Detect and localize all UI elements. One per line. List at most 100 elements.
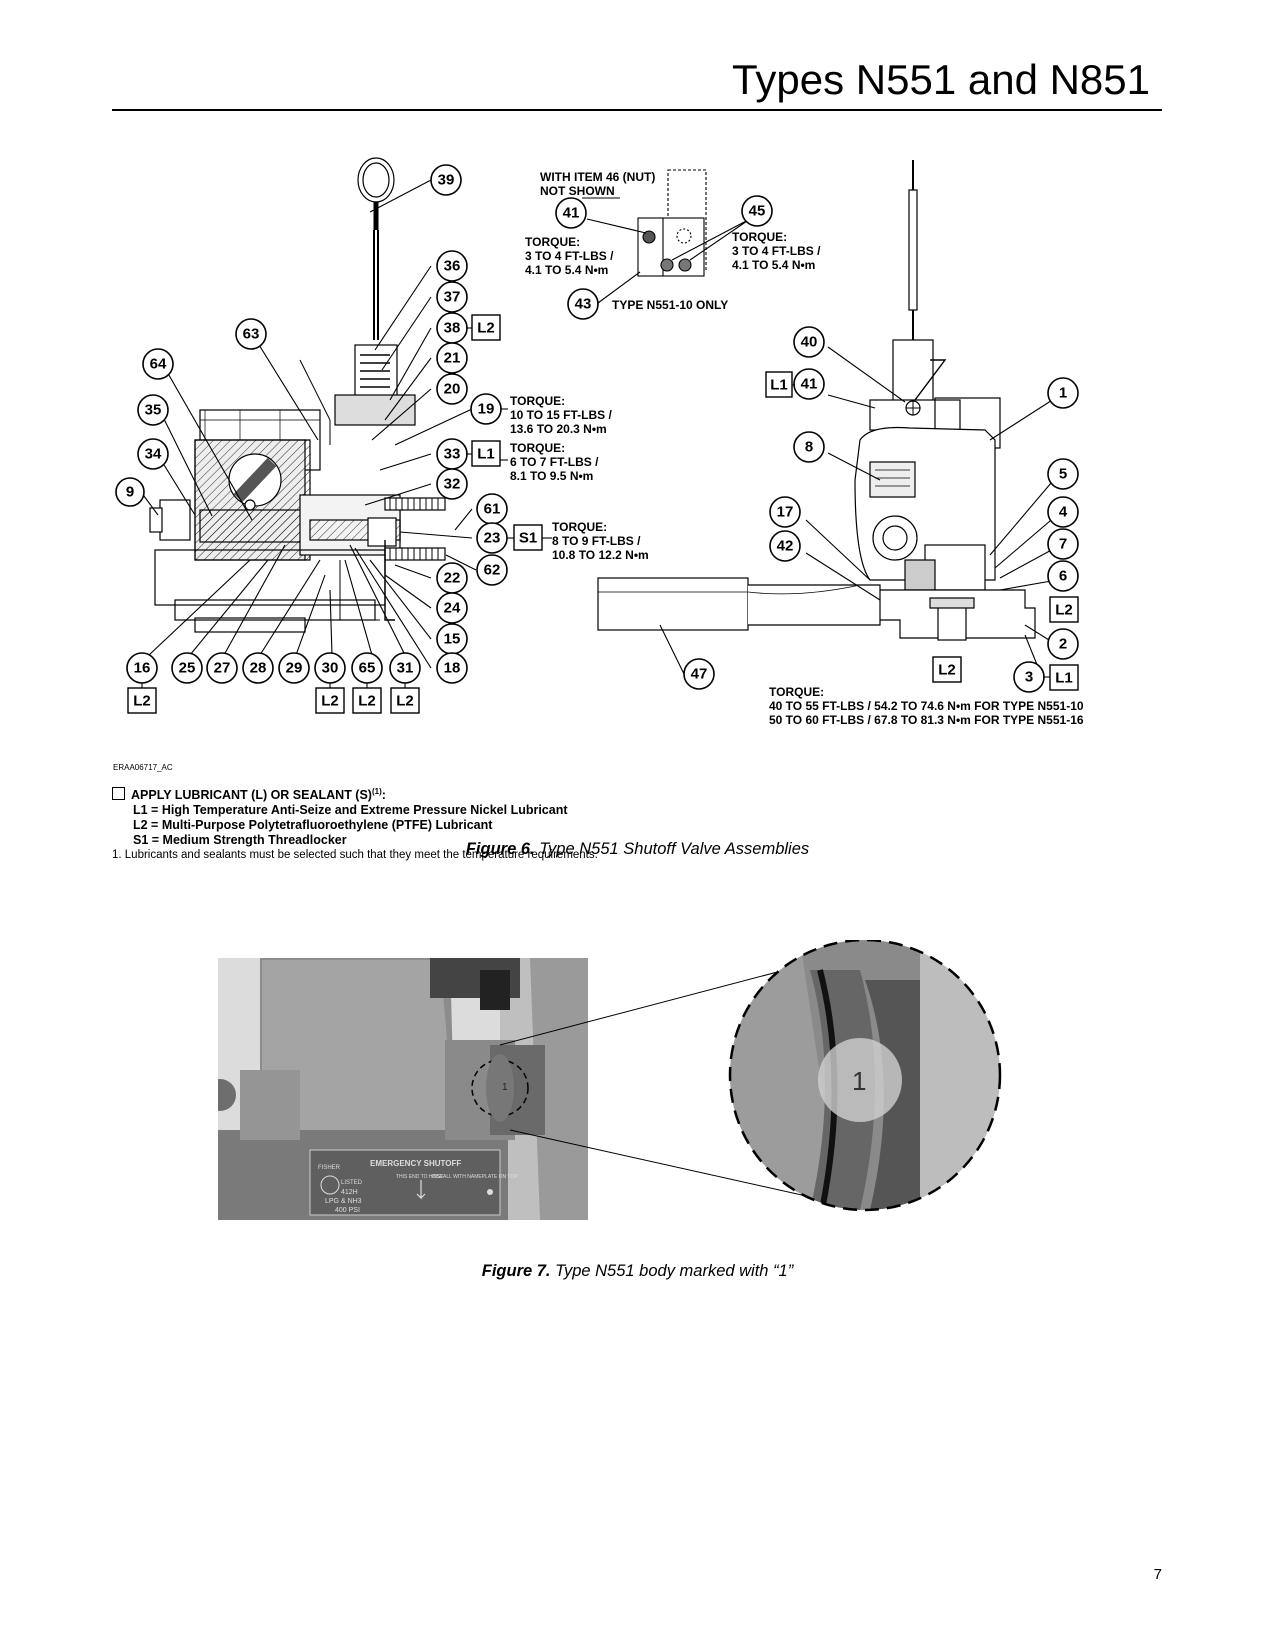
callout-41-top: 41 bbox=[555, 197, 587, 229]
callout-36: 36 bbox=[436, 250, 468, 282]
callout-40: 40 bbox=[793, 326, 825, 358]
callout-20: 20 bbox=[436, 373, 468, 405]
svg-text:TORQUE:: TORQUE: bbox=[510, 394, 565, 408]
callout-39: 39 bbox=[430, 164, 462, 196]
callout-37: 37 bbox=[436, 281, 468, 313]
figure-7-photo: EMERGENCY SHUTOFF FISHER LISTED 412H LPG… bbox=[218, 940, 1002, 1220]
leader-lines bbox=[140, 179, 1058, 677]
box-23: S1 bbox=[513, 524, 543, 551]
figure-6-drawing: 39 36 37 38 63 64 21 20 35 19 34 33 32 9… bbox=[115, 157, 1084, 727]
box-6: L2 bbox=[1049, 596, 1079, 623]
callout-38: 38 bbox=[436, 312, 468, 344]
svg-text:18: 18 bbox=[444, 660, 461, 677]
header-rule bbox=[112, 109, 1162, 111]
svg-text:4.1 TO 5.4 N•m: 4.1 TO 5.4 N•m bbox=[525, 263, 608, 277]
svg-text:19: 19 bbox=[478, 401, 495, 418]
svg-text:7: 7 bbox=[1059, 536, 1067, 553]
svg-text:L2: L2 bbox=[133, 693, 151, 710]
figure-6-notes: WITH ITEM 46 (NUT) NOT SHOWN TORQUE: 3 T… bbox=[510, 170, 1084, 727]
svg-text:3 TO 4 FT-LBS /: 3 TO 4 FT-LBS / bbox=[732, 244, 821, 258]
svg-text:8 TO 9 FT-LBS /: 8 TO 9 FT-LBS / bbox=[552, 534, 641, 548]
svg-text:61: 61 bbox=[484, 501, 501, 518]
svg-text:EMERGENCY SHUTOFF: EMERGENCY SHUTOFF bbox=[370, 1159, 461, 1168]
note-not-shown: NOT SHOWN bbox=[540, 184, 615, 198]
svg-text:17: 17 bbox=[777, 504, 794, 521]
svg-text:3 TO 4 FT-LBS /: 3 TO 4 FT-LBS / bbox=[525, 249, 614, 263]
svg-text:TORQUE:: TORQUE: bbox=[769, 685, 824, 699]
svg-text:65: 65 bbox=[359, 660, 376, 677]
callout-22: 22 bbox=[436, 562, 468, 594]
box-38: L2 bbox=[471, 314, 501, 341]
svg-text:10.8 TO 12.2 N•m: 10.8 TO 12.2 N•m bbox=[552, 548, 649, 562]
callout-6: 6 bbox=[1047, 560, 1079, 592]
svg-text:5: 5 bbox=[1059, 466, 1067, 483]
box-65: L2 bbox=[352, 687, 382, 714]
svg-text:6 TO 7 FT-LBS /: 6 TO 7 FT-LBS / bbox=[510, 455, 599, 469]
svg-text:L2: L2 bbox=[477, 320, 495, 337]
box-16: L2 bbox=[127, 687, 157, 714]
legend-box-icon bbox=[112, 787, 125, 801]
svg-text:15: 15 bbox=[444, 631, 461, 648]
svg-text:33: 33 bbox=[444, 446, 461, 463]
callout-64: 64 bbox=[142, 348, 174, 380]
page-number: 7 bbox=[1153, 1566, 1162, 1583]
callout-27: 27 bbox=[206, 652, 238, 684]
callout-17: 17 bbox=[769, 496, 801, 528]
legend-s1: S1 = Medium Strength Threadlocker bbox=[133, 833, 347, 848]
svg-text:6: 6 bbox=[1059, 568, 1067, 585]
svg-text:47: 47 bbox=[691, 666, 708, 683]
callout-61: 61 bbox=[476, 493, 508, 525]
callout-24: 24 bbox=[436, 592, 468, 624]
svg-text:TORQUE:: TORQUE: bbox=[525, 235, 580, 249]
svg-text:24: 24 bbox=[444, 600, 461, 617]
svg-text:400 PSI: 400 PSI bbox=[335, 1207, 360, 1214]
svg-text:35: 35 bbox=[145, 402, 162, 419]
right-assembly-drawing bbox=[597, 160, 1036, 641]
callout-32: 32 bbox=[436, 468, 468, 500]
box-30: L2 bbox=[315, 687, 345, 714]
type-n551-10-detail-drawing bbox=[637, 169, 707, 277]
svg-text:L2: L2 bbox=[1055, 602, 1073, 619]
callout-42: 42 bbox=[769, 530, 801, 562]
svg-text:412H: 412H bbox=[341, 1189, 358, 1196]
callout-4: 4 bbox=[1047, 496, 1079, 528]
callout-15: 15 bbox=[436, 623, 468, 655]
callout-2: 2 bbox=[1047, 628, 1079, 660]
svg-text:40: 40 bbox=[801, 334, 818, 351]
svg-text:20: 20 bbox=[444, 381, 461, 398]
legend-footnote: 1. Lubricants and sealants must be selec… bbox=[112, 849, 598, 862]
svg-text:43: 43 bbox=[575, 296, 592, 313]
svg-text:FISHER: FISHER bbox=[318, 1165, 341, 1171]
svg-text:41: 41 bbox=[801, 376, 818, 393]
svg-text:50 TO 60 FT-LBS / 67.8 TO 81.3: 50 TO 60 FT-LBS / 67.8 TO 81.3 N•m FOR T… bbox=[769, 713, 1084, 727]
callout-circles: 39 36 37 38 63 64 21 20 35 19 34 33 32 9… bbox=[115, 164, 1079, 693]
svg-text:THIS END TO HOSE: THIS END TO HOSE bbox=[396, 1174, 444, 1180]
svg-text:13.6 TO 20.3 N•m: 13.6 TO 20.3 N•m bbox=[510, 422, 607, 436]
svg-text:37: 37 bbox=[444, 289, 461, 306]
svg-text:L1: L1 bbox=[477, 446, 495, 463]
svg-text:8: 8 bbox=[805, 439, 813, 456]
legend-l1: L1 = High Temperature Anti-Seize and Ext… bbox=[133, 803, 568, 818]
legend-l2: L2 = Multi-Purpose Polytetrafluoroethyle… bbox=[133, 818, 493, 833]
box-41-right: L1 bbox=[765, 371, 793, 398]
callout-43: 43 bbox=[567, 288, 599, 320]
svg-text:30: 30 bbox=[322, 660, 339, 677]
svg-text:L1: L1 bbox=[770, 377, 788, 394]
drawing-id: ERAA06717_AC bbox=[113, 763, 173, 772]
callout-45: 45 bbox=[741, 195, 773, 227]
box-31: L2 bbox=[390, 687, 420, 714]
callout-18: 18 bbox=[436, 652, 468, 684]
svg-text:4.1 TO 5.4 N•m: 4.1 TO 5.4 N•m bbox=[732, 258, 815, 272]
callout-19: 19 bbox=[470, 393, 502, 425]
svg-text:21: 21 bbox=[444, 350, 461, 367]
svg-text:38: 38 bbox=[444, 320, 461, 337]
box-2: L2 bbox=[932, 656, 962, 683]
box-3: L1 bbox=[1049, 664, 1079, 691]
svg-text:42: 42 bbox=[777, 538, 794, 555]
callout-23: 23 bbox=[476, 522, 508, 554]
svg-text:64: 64 bbox=[150, 356, 167, 373]
callout-41-right: 41 bbox=[793, 368, 825, 400]
svg-text:16: 16 bbox=[134, 660, 151, 677]
svg-text:L2: L2 bbox=[321, 693, 339, 710]
svg-text:32: 32 bbox=[444, 476, 461, 493]
